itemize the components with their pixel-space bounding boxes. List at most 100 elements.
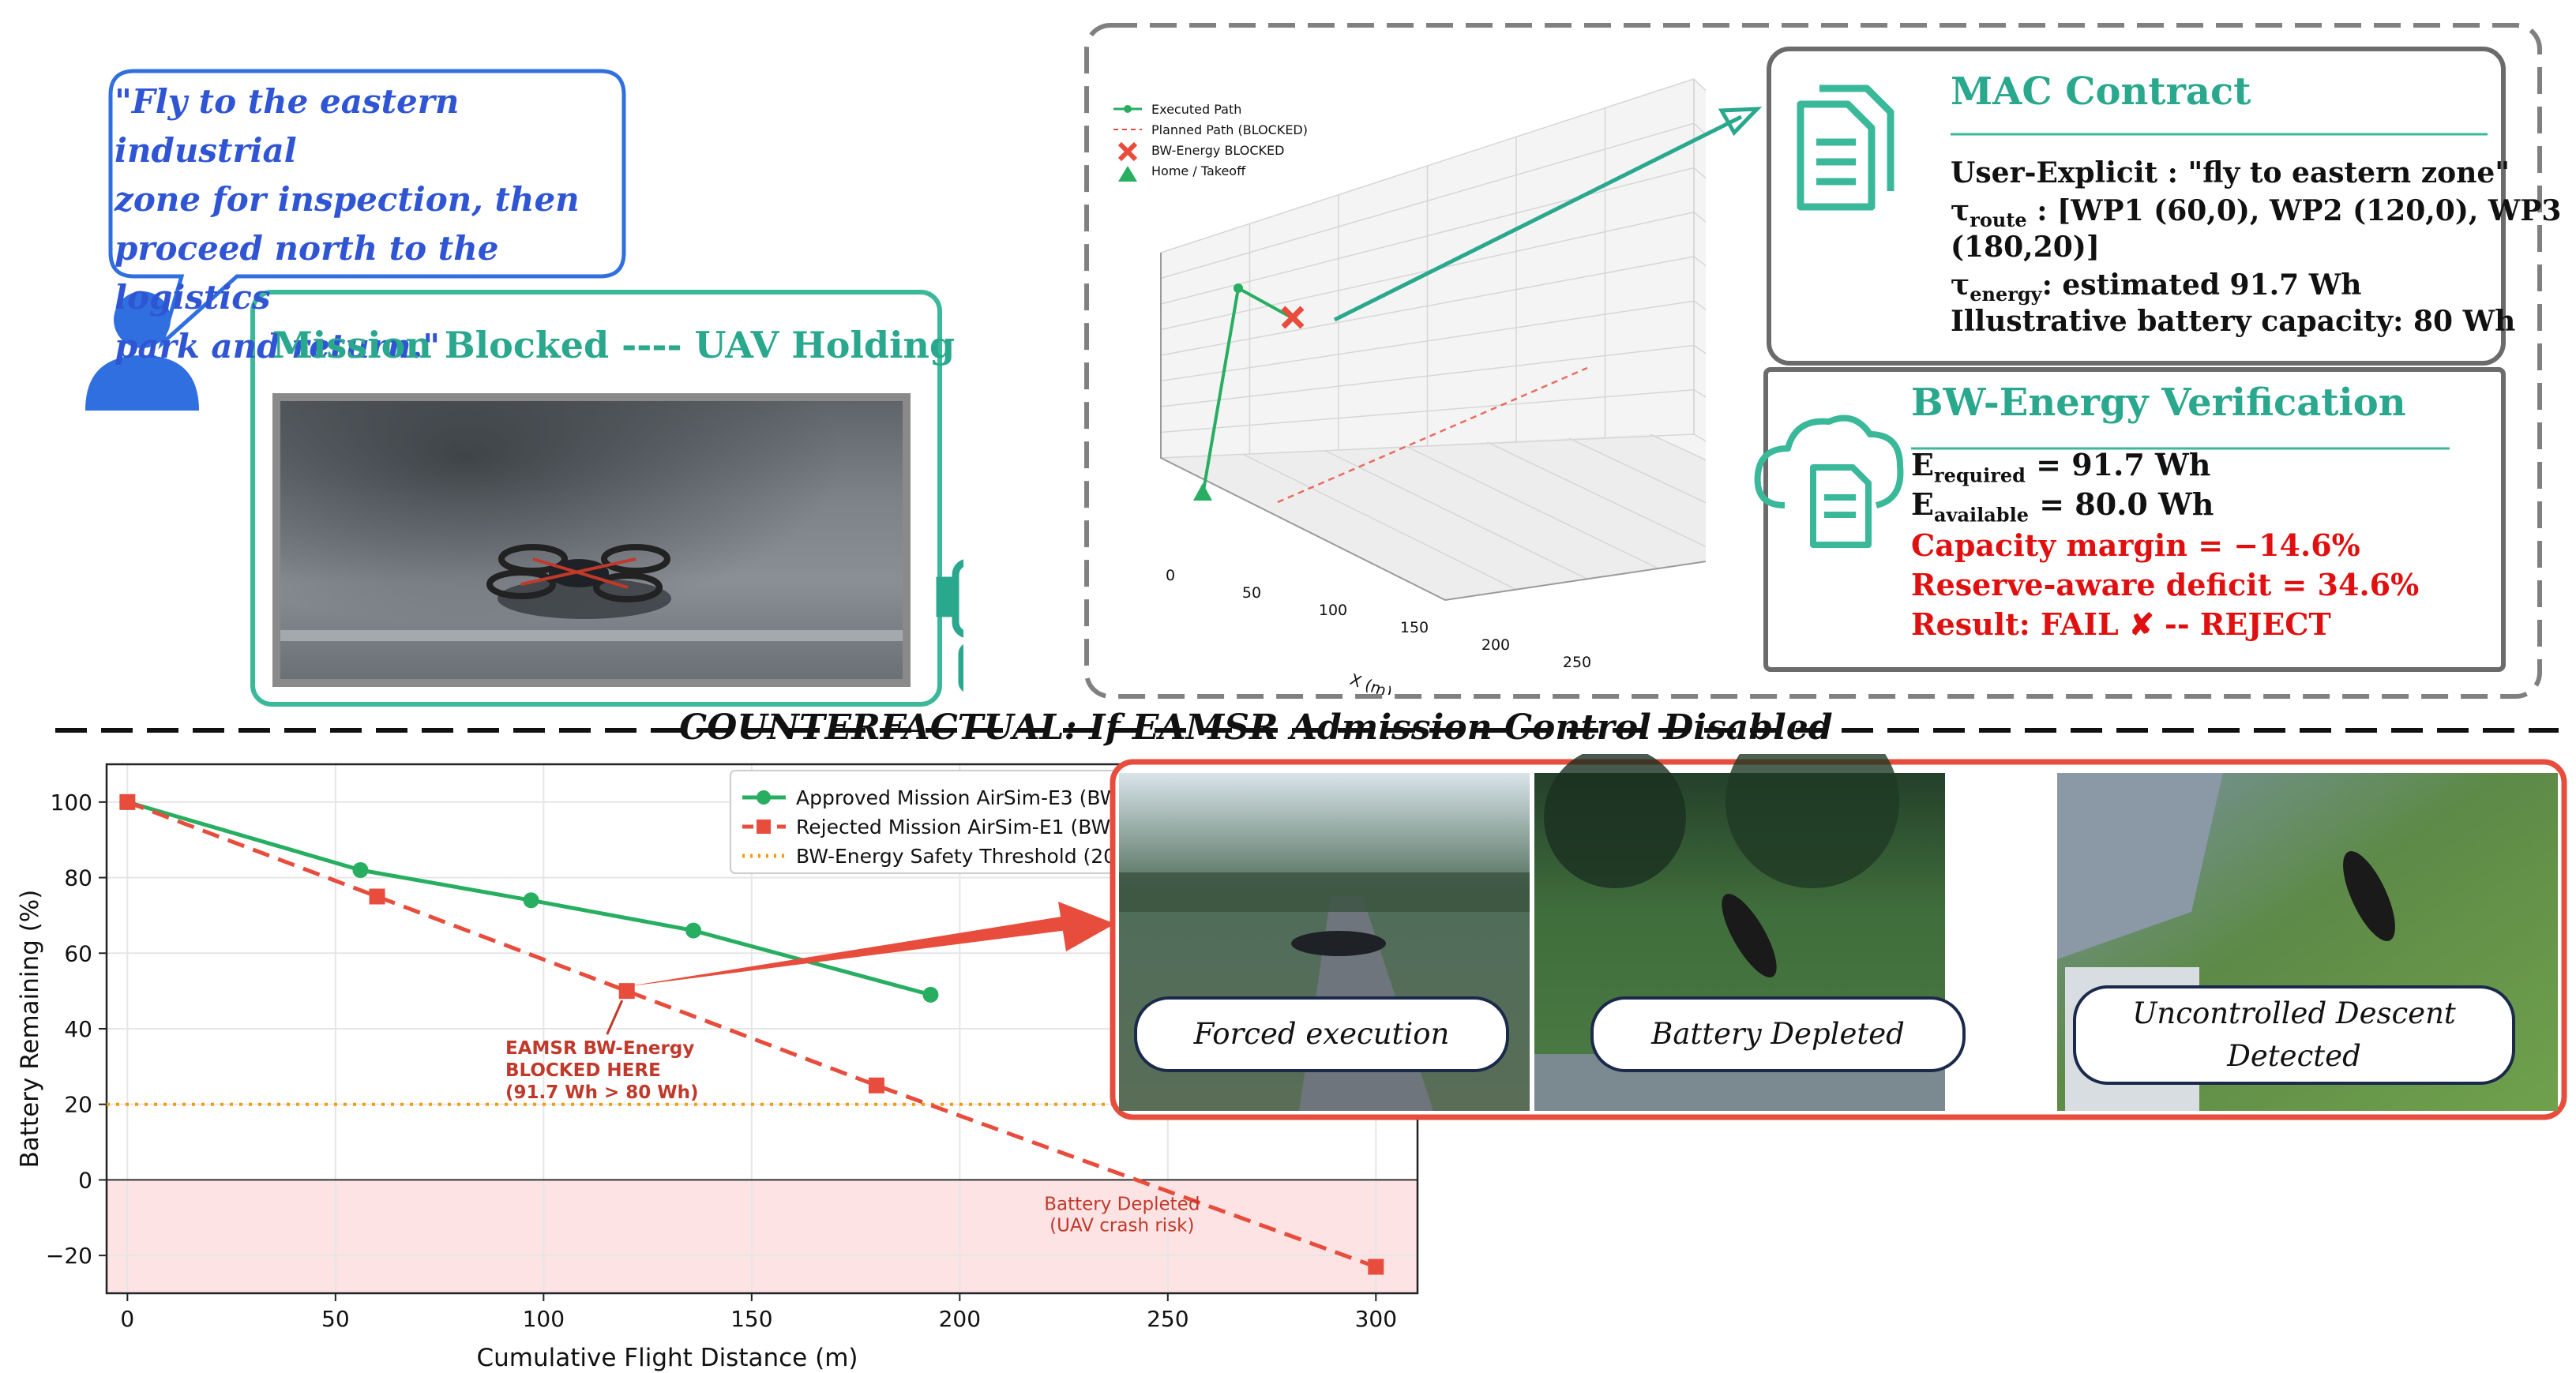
series-point	[1368, 1259, 1384, 1275]
mission-blocked-title: Mission Blocked ---- UAV Holding	[272, 324, 956, 366]
cloud-document-icon	[1754, 415, 1904, 548]
mission-panel-frame	[250, 290, 942, 707]
caption-forced-execution: Forced execution	[1134, 996, 1509, 1072]
series-point	[119, 793, 136, 810]
green-arrow	[1333, 107, 1763, 322]
depleted-annotation: Battery Depleted	[1044, 1195, 1200, 1215]
box-edges	[1160, 253, 1706, 602]
annotation-pointer	[606, 1000, 624, 1035]
grid-line	[1324, 449, 1588, 580]
grid-line	[1650, 433, 1706, 461]
legend-label: Executed Path	[1151, 102, 1241, 117]
y-tick-label: 40	[64, 1016, 92, 1042]
document-icon	[1797, 84, 1894, 211]
legend-marker	[757, 790, 771, 805]
y-axis-label: Battery Remaining (%)	[16, 890, 44, 1169]
route-line: τroute : [WP1 (60,0), WP2 (120,0), WP3	[1951, 194, 2561, 231]
legend-marker	[757, 820, 771, 834]
executed-path-point	[1234, 283, 1243, 293]
counterfactual-title: COUNTERFACTUAL: If EAMSR Admission Contr…	[679, 707, 1833, 748]
x-tick-label: 0	[1166, 567, 1175, 584]
capacity-margin-line: Capacity margin = −14.6%	[1911, 527, 2360, 563]
grid-line	[1568, 437, 1706, 504]
x-tick-label: 300	[1355, 1306, 1397, 1332]
tau-symbol: τ	[1951, 194, 1970, 227]
available-subscript: available	[1933, 503, 2029, 527]
home-takeoff-marker	[1193, 483, 1212, 501]
reserve-deficit-line: Reserve-aware deficit = 34.6%	[1911, 567, 2420, 602]
grid-line	[1487, 441, 1706, 548]
legend-label: Rejected Mission AirSim-E1 (BW-	[796, 816, 1117, 838]
quadcopter	[486, 544, 671, 619]
speech-line: park and return."	[115, 327, 441, 366]
y-tick-label: −20	[46, 1243, 92, 1269]
energy-line: τenergy: estimated 91.7 Wh	[1951, 268, 2361, 306]
speech-line: proceed north to the logistics	[115, 229, 499, 317]
series-point	[868, 1077, 884, 1094]
series-line-2	[126, 800, 1377, 1269]
energy-text: : estimated 91.7 Wh	[2041, 268, 2362, 302]
available-value: = 80.0 Wh	[2028, 486, 2214, 522]
y-tick-label: 60	[64, 940, 92, 966]
required-energy-line: Erequired = 91.7 Wh	[1911, 447, 2210, 487]
result-line: Result: FAIL ✘ -- REJECT	[1911, 606, 2331, 642]
e-symbol: E	[1911, 486, 1934, 522]
route-line-continued: (180,20)]	[1951, 231, 2100, 264]
section-divider	[55, 728, 2559, 733]
crash-zone	[107, 1180, 1418, 1293]
battery-capacity-line: Illustrative battery capacity: 80 Wh	[1951, 305, 2516, 338]
series-point	[523, 892, 539, 909]
x-tick-label: 150	[730, 1306, 772, 1332]
caption-battery-depleted: Battery Depleted	[1590, 996, 1966, 1072]
x-axis-label: Cumulative Flight Distance (m)	[477, 1344, 858, 1372]
legend-label: BW-Energy BLOCKED	[1151, 143, 1284, 158]
x-tick-label: 100	[523, 1306, 565, 1332]
x-tick-label: 0	[120, 1306, 134, 1332]
x-tick-label: 50	[321, 1306, 350, 1332]
floor-pane	[1161, 434, 1706, 600]
top-right-frame	[1084, 23, 2542, 699]
x-tick-label: 50	[1242, 584, 1261, 602]
legend-marker	[1118, 166, 1137, 182]
caption-line: Detected	[2227, 1039, 2361, 1073]
required-subscript: required	[1933, 463, 2026, 487]
x-tick-label: 100	[1319, 602, 1347, 619]
series-point	[352, 862, 369, 878]
energy-subscript: energy	[1970, 283, 2042, 306]
y-tick-label: 20	[64, 1092, 92, 1118]
blocked-annotation: (91.7 Wh > 80 Wh)	[505, 1082, 699, 1103]
x-tick-label: 150	[1400, 619, 1429, 636]
speech-line: "Fly to the eastern industrial	[115, 82, 460, 170]
blocked-annotation: BLOCKED HERE	[505, 1060, 661, 1081]
series-point	[618, 983, 635, 1000]
bw-verification-title: BW-Energy Verification	[1911, 381, 2406, 425]
speech-text: "Fly to the eastern industrial zone for …	[115, 77, 620, 371]
red-arrow	[624, 902, 1115, 987]
blocked-marker	[1281, 306, 1305, 329]
y-tick-label: 80	[64, 865, 92, 891]
grid-line	[1242, 453, 1517, 591]
x-tick-label: 200	[939, 1306, 981, 1332]
tau-symbol: τ	[1951, 268, 1970, 302]
depleted-annotation: (UAV crash risk)	[1050, 1216, 1194, 1236]
legend-marker	[1117, 141, 1138, 162]
caption-uncontrolled-descent: Uncontrolled Descent Detected	[2073, 985, 2515, 1085]
legend-marker	[1124, 105, 1132, 113]
caption-line: Uncontrolled Descent	[2132, 996, 2456, 1030]
speech-line: zone for inspection, then	[115, 180, 580, 219]
series-point	[685, 922, 702, 939]
grid-line	[1405, 445, 1659, 569]
blocked-annotation: EAMSR BW-Energy	[505, 1038, 694, 1059]
legend-label: Home / Takeoff	[1151, 163, 1246, 178]
trajectory-3d-plot: 20.020.220.420.620.821.021.221.421.6Alti…	[1113, 78, 1706, 695]
y-tick-label: 0	[78, 1167, 92, 1193]
legend-label: BW-Energy Safety Threshold (20	[796, 845, 1116, 868]
series-point	[369, 888, 385, 905]
planned-path-line	[1277, 366, 1588, 504]
y-tick-label: 100	[51, 790, 92, 816]
mac-contract-title: MAC Contract	[1951, 69, 2251, 114]
uav-scene	[280, 401, 903, 679]
